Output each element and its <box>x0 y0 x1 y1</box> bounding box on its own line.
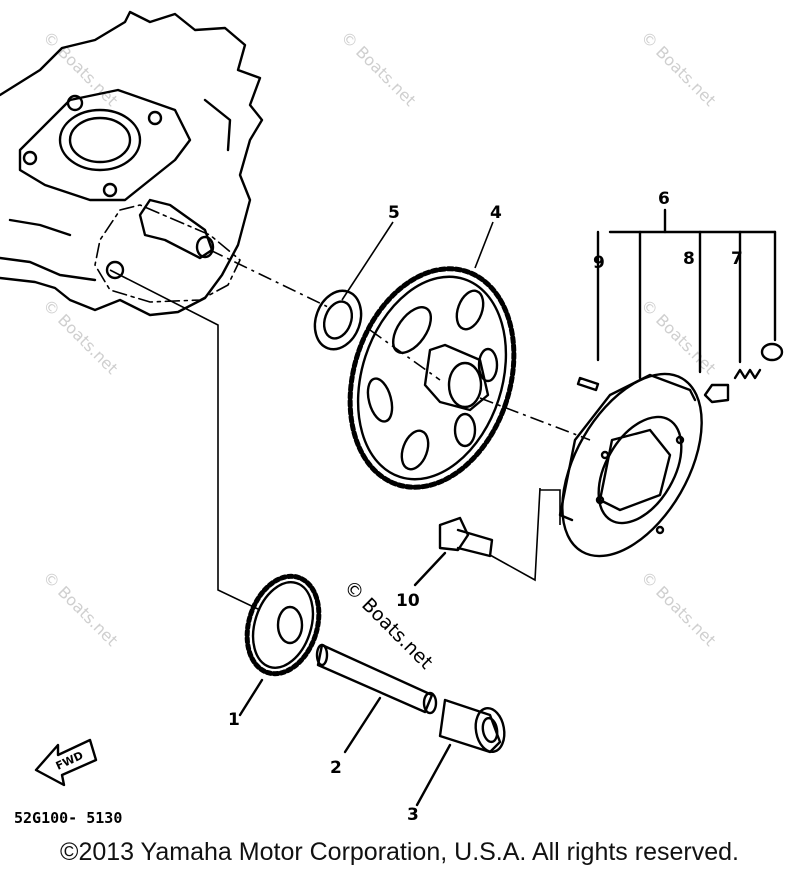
callout-4: 4 <box>490 203 502 223</box>
leader-lines <box>341 221 599 301</box>
part-code: 52G100- 5130 <box>14 809 122 827</box>
callout-2: 2 <box>330 758 342 778</box>
bolt-part-10 <box>413 516 494 587</box>
callout-3: 3 <box>407 805 419 825</box>
watermarks: © Boats.net © Boats.net © Boats.net © Bo… <box>39 27 719 673</box>
pin-part-9 <box>576 376 600 392</box>
spring-part-7 <box>733 368 762 380</box>
plunger-part-8 <box>703 383 730 404</box>
callout-10: 10 <box>396 591 420 611</box>
watermark-3: © Boats.net <box>637 27 719 109</box>
starter-gear-part-4 <box>347 266 517 490</box>
callout-8: 8 <box>683 249 695 269</box>
shaft-part-2 <box>315 643 438 754</box>
watermark-6: © Boats.net <box>39 567 121 649</box>
starter-clutch-part-6 <box>558 372 703 558</box>
copyright-notice: ©2013 Yamaha Motor Corporation, U.S.A. A… <box>60 838 739 866</box>
callout-1: 1 <box>228 710 240 730</box>
callout-6: 6 <box>658 189 670 209</box>
callout-9: 9 <box>593 253 605 273</box>
watermark-7: © Boats.net <box>637 567 719 649</box>
clutch-small-parts <box>576 208 784 404</box>
callout-5: 5 <box>388 203 400 223</box>
callout-numbers: 1 2 3 4 5 6 7 8 9 10 <box>228 189 743 825</box>
bushing-part-3 <box>415 698 506 807</box>
center-lines <box>109 249 591 611</box>
callout-7: 7 <box>731 249 743 269</box>
watermark-4: © Boats.net <box>39 295 121 377</box>
fwd-arrow-icon: FWD <box>34 738 98 787</box>
engine-crankcase <box>0 10 264 317</box>
watermark-2: © Boats.net <box>337 27 419 109</box>
watermark-5: © Boats.net <box>637 295 719 377</box>
idler-gear-part-1 <box>238 573 322 717</box>
